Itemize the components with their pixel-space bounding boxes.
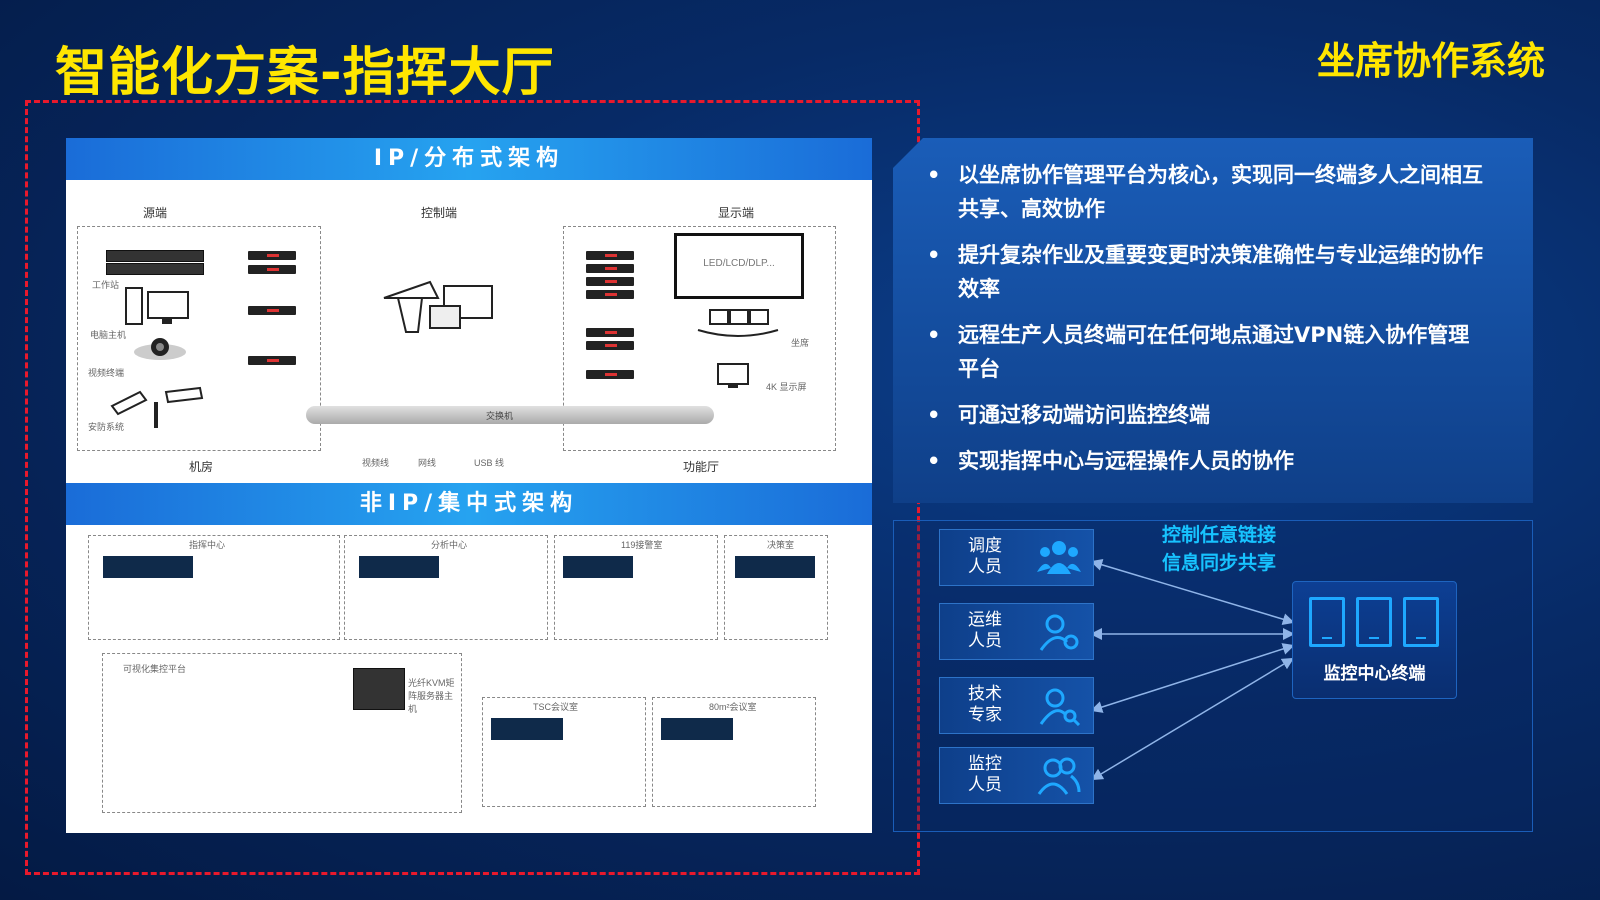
kvm-host [353, 668, 405, 710]
extender-device [248, 265, 296, 274]
room-label: 决策室 [767, 540, 795, 550]
kvm-host-label: 光纤KVM矩阵服务器主机 [408, 678, 455, 714]
role-expert: 技术专家 [939, 677, 1094, 734]
monitor-screen-icon [1309, 597, 1345, 647]
display-zone [563, 226, 836, 451]
monitor-screen-icon [1403, 597, 1439, 647]
central-control-box: 可视化集控平台 光纤KVM矩阵服务器主机 [102, 653, 462, 813]
role-monitor: 监控人员 [939, 747, 1094, 804]
pc-host-label: 电脑主机 [90, 330, 127, 340]
ip-architecture-panel: IP/分布式架构 源端 控制端 显示端 工作站 电脑主机 视频终端 安防系统 [66, 138, 872, 483]
source-zone [77, 226, 321, 451]
room-label: 分析中心 [431, 540, 468, 550]
room-box: 分析中心 [344, 535, 548, 640]
room-screen [359, 556, 439, 578]
monitor-screen-icon [1356, 597, 1392, 647]
role-dispatcher: 调度人员 [939, 529, 1094, 586]
user-search-icon [1039, 688, 1081, 726]
workstation-label: 工作站 [92, 280, 120, 290]
extender-device [586, 264, 634, 273]
machine-room-label: 机房 [189, 460, 214, 474]
display-label: 显示端 [718, 206, 755, 220]
seat-label: 坐席 [791, 338, 810, 348]
video-camera-icon [134, 338, 186, 360]
caption-line1: 控制任意链接 [1162, 524, 1277, 546]
4k-display-label: 4K 显示屏 [766, 382, 807, 392]
led-display-label: LED/LCD/DLP... [703, 258, 775, 269]
role-label: 技术专家 [968, 684, 1002, 725]
video-terminal-label: 视频终端 [88, 368, 125, 378]
room-screen [661, 718, 733, 740]
legend-usb-line: USB 线 [474, 458, 505, 468]
network-switch-bus: 交换机 [306, 406, 714, 424]
extender-device [248, 356, 296, 365]
connection-arrows [1090, 558, 1295, 781]
extender-device [586, 328, 634, 337]
feature-description-box: 以坐席协作管理平台为核心，实现同一终端多人之间相互共享、高效协作 提升复杂作业及… [893, 138, 1533, 503]
nonip-architecture-panel: 非IP/集中式架构 指挥中心 分析中心 119接警室 决策室 可视化集控平台 光… [66, 483, 872, 833]
monitoring-terminal: 监控中心终端 [1292, 581, 1457, 699]
room-label: 119接警室 [621, 540, 663, 550]
feature-item: 远程生产人员终端可在任何地点通过VPN链入协作管理平台 [923, 318, 1483, 386]
feature-item: 以坐席协作管理平台为核心，实现同一终端多人之间相互共享、高效协作 [923, 158, 1483, 226]
role-label: 调度人员 [968, 536, 1002, 577]
terminal-label: 监控中心终端 [1323, 664, 1426, 684]
role-label: 监控人员 [968, 754, 1002, 795]
user-gear-icon [1039, 614, 1079, 651]
extender-device [586, 370, 634, 379]
page-title: 智能化方案-指挥大厅 [55, 43, 555, 103]
4k-monitor-icon [717, 363, 749, 388]
room-label: 指挥中心 [189, 540, 226, 550]
led-display-wall: LED/LCD/DLP... [674, 233, 804, 299]
room-screen [491, 718, 563, 740]
role-operations: 运维人员 [939, 603, 1094, 660]
legend-network-line: 网线 [418, 458, 437, 468]
extender-device [586, 290, 634, 299]
seat-desk-icon [697, 309, 779, 337]
nonip-architecture-banner: 非IP/集中式架构 [66, 483, 872, 525]
room-box: 决策室 [724, 535, 828, 640]
server-rack [106, 263, 204, 275]
control-console-icon [383, 280, 493, 333]
security-system-label: 安防系统 [88, 422, 125, 432]
pc-host-icon [125, 287, 189, 325]
room-screen [103, 556, 193, 578]
extender-device [586, 341, 634, 350]
source-label: 源端 [143, 206, 168, 220]
room-screen [563, 556, 633, 578]
room-box: 119接警室 [554, 535, 718, 640]
feature-list: 以坐席协作管理平台为核心，实现同一终端多人之间相互共享、高效协作 提升复杂作业及… [923, 158, 1483, 490]
feature-item: 提升复杂作业及重要变更时决策准确性与专业运维的协作效率 [923, 238, 1483, 306]
extender-device [248, 306, 296, 315]
room-box: 指挥中心 [88, 535, 340, 640]
users-icon [1037, 757, 1081, 795]
role-label: 运维人员 [968, 610, 1002, 651]
collaboration-diagram: 控制任意链接 信息同步共享 调度人员 运维人员 技术专家 监控人员 [893, 520, 1533, 832]
feature-item: 实现指挥中心与远程操作人员的协作 [923, 444, 1483, 478]
section-subtitle: 坐席协作系统 [1316, 39, 1545, 83]
meeting-room-box: TSC会议室 [482, 697, 646, 807]
control-label: 控制端 [421, 206, 458, 220]
meeting-room-label: TSC会议室 [533, 702, 579, 712]
extender-device [248, 251, 296, 260]
caption-line2: 信息同步共享 [1162, 552, 1277, 574]
server-rack [106, 250, 204, 262]
function-hall-label: 功能厅 [683, 460, 720, 474]
meeting-room-box: 80m²会议室 [652, 697, 816, 807]
feature-item: 可通过移动端访问监控终端 [923, 398, 1483, 432]
group-icon [1037, 541, 1081, 574]
ip-architecture-banner: IP/分布式架构 [66, 138, 872, 180]
legend-video-line: 视频线 [362, 458, 390, 468]
extender-device [586, 251, 634, 260]
security-camera-icon [110, 386, 204, 428]
extender-device [586, 277, 634, 286]
meeting-room-label: 80m²会议室 [709, 702, 757, 712]
platform-label: 可视化集控平台 [123, 664, 187, 674]
switch-label: 交换机 [486, 411, 514, 421]
room-screen [735, 556, 815, 578]
